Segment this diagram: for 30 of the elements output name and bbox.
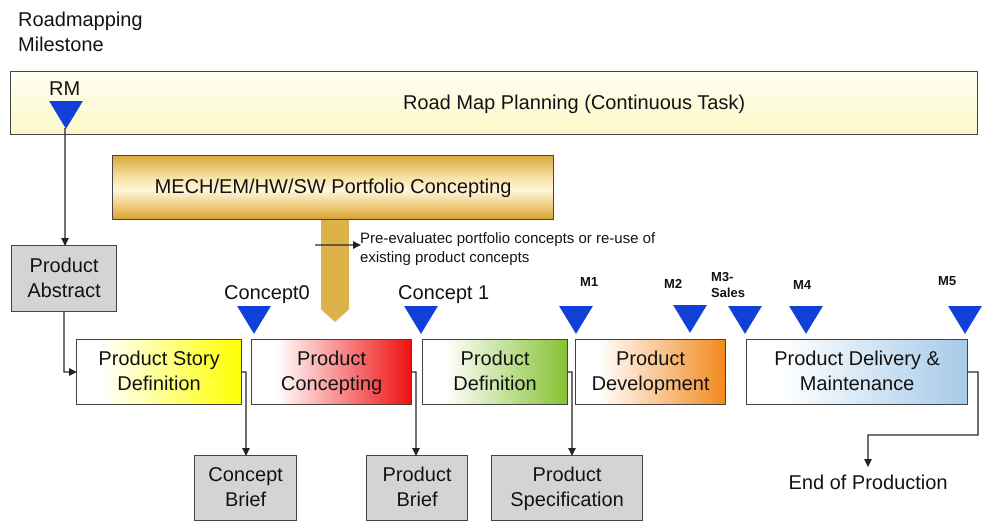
arrow (412, 371, 420, 456)
milestone-label: Concept0 (224, 281, 310, 305)
process-box: Product Abstract (11, 245, 117, 312)
milestone-label: M1 (580, 274, 600, 290)
milestone-label: M5 (938, 273, 958, 289)
arrow (242, 371, 250, 456)
process-box: Product Development (575, 339, 726, 405)
process-box: Product Concepting (251, 339, 412, 405)
milestone-label: M2 (664, 276, 684, 292)
milestone-label: M4 (793, 277, 812, 293)
arrow (864, 371, 979, 467)
milestone-label: M3- Sales (711, 269, 746, 300)
milestone-label: Concept 1 (398, 281, 490, 305)
process-text: End of Production (768, 466, 968, 500)
process-box: Product Specification (491, 455, 643, 521)
arrow (61, 128, 69, 246)
process-band: Road Map Planning (Continuous Task) RM (10, 71, 978, 135)
annotation-text: Pre-evaluatec portfolio concepts or re-use of existing product concepts (360, 226, 660, 270)
arrow (63, 312, 77, 376)
process-box: Product Delivery & Maintenance (746, 339, 968, 405)
milestone-label: RM (49, 77, 80, 101)
process-box: Concept Brief (194, 455, 297, 521)
process-box: Product Story Definition (76, 339, 242, 405)
arrow (568, 371, 576, 456)
process-band: MECH/EM/HW/SW Portfolio Concepting (112, 155, 554, 220)
heading-label: Roadmapping Milestone (18, 8, 144, 58)
arrow (315, 241, 361, 249)
process-box: Product Brief (366, 455, 468, 521)
block-arrow (320, 220, 350, 322)
process-box: Product Definition (422, 339, 568, 405)
